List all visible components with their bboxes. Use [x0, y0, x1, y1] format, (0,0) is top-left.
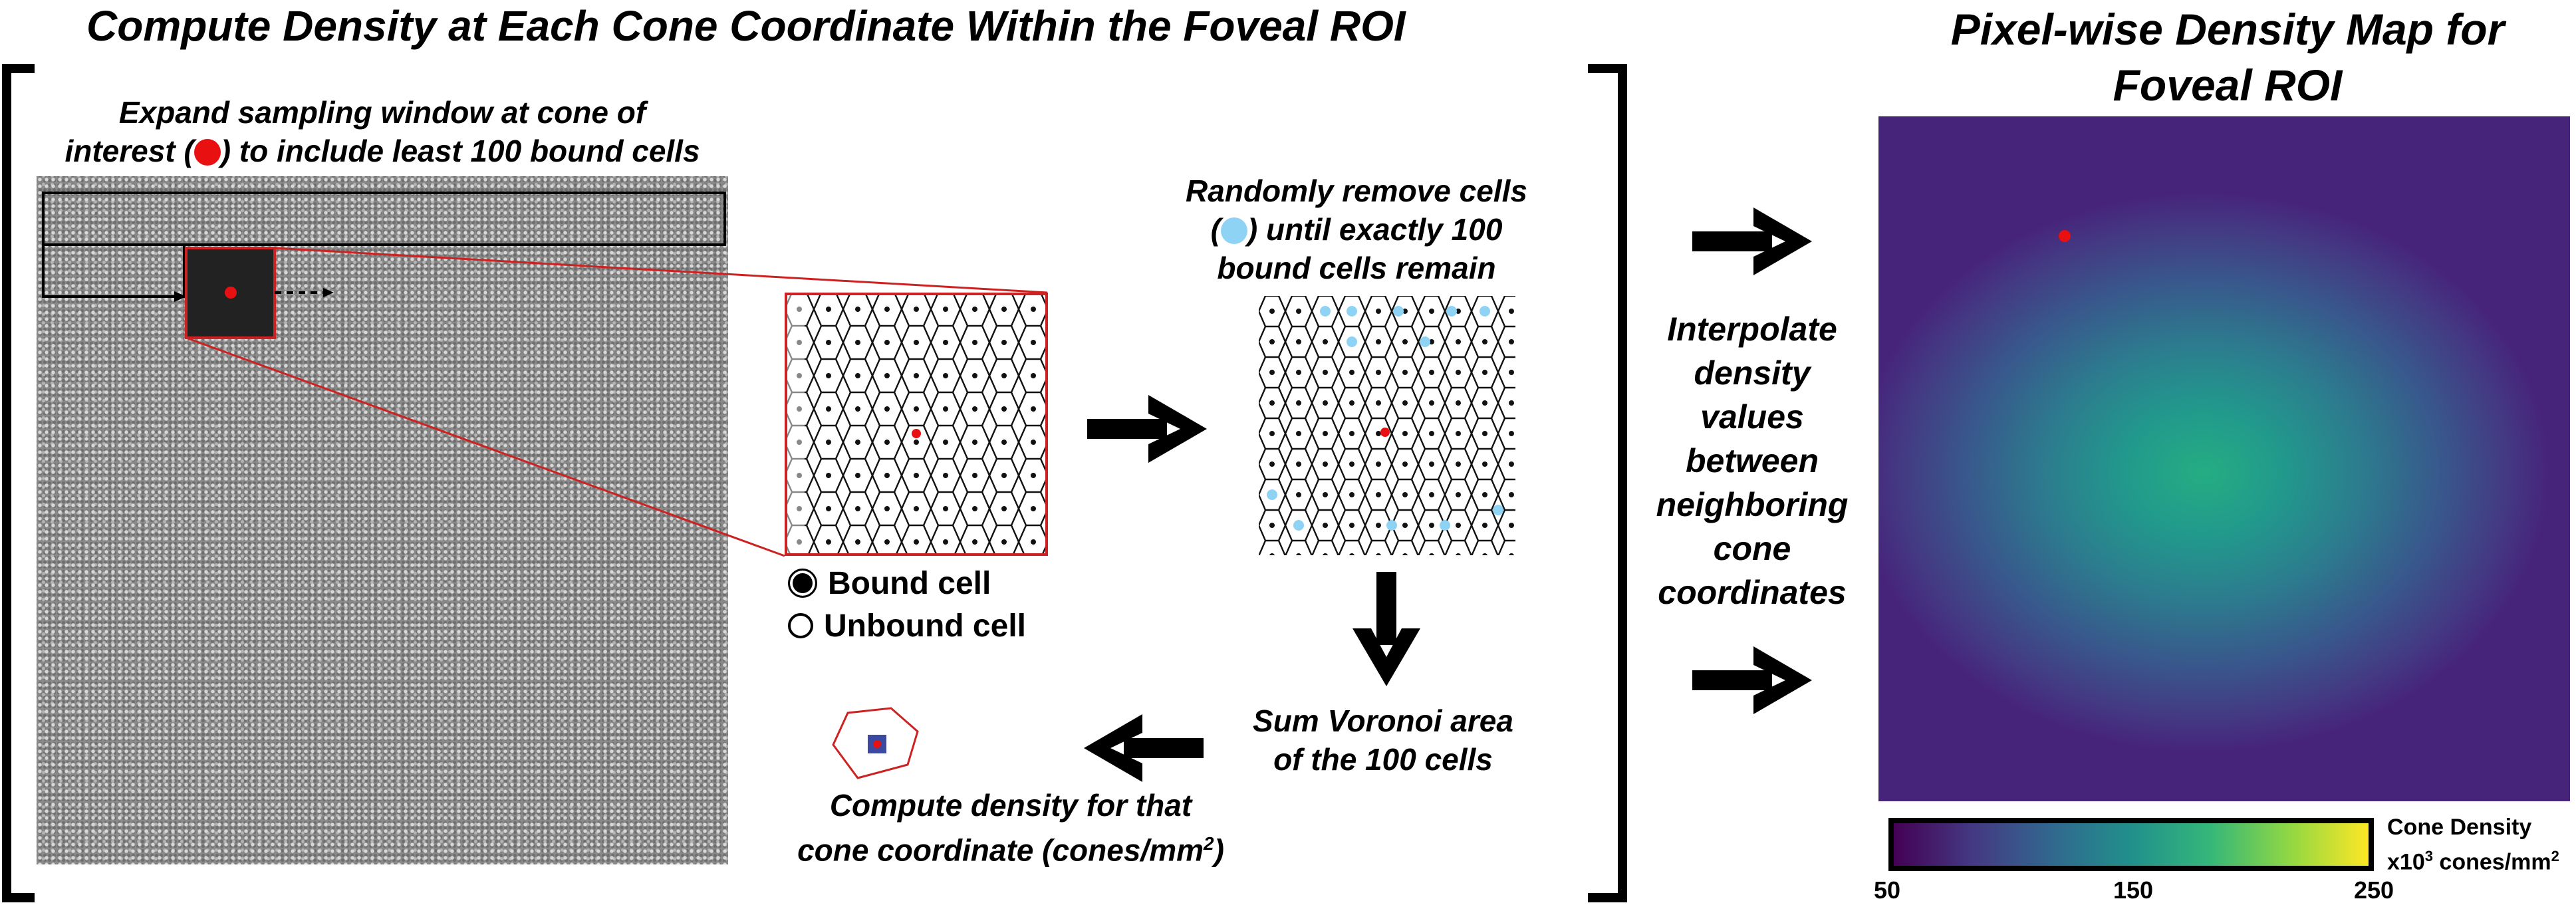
- step-compute-label: Compute density for that cone coordinate…: [797, 788, 1224, 868]
- red-dot-icon: [193, 139, 221, 166]
- colorbar-tick-150: 150: [2113, 876, 2154, 904]
- density-polygon: [832, 707, 919, 779]
- legend-unbound-label: Unbound cell: [824, 608, 1026, 644]
- legend: Bound cell Unbound cell: [788, 562, 1026, 647]
- colorbar-label: Cone Density x103 cones/mm2: [2387, 815, 2559, 875]
- arrow-right-top-icon: [1692, 207, 1812, 275]
- step-sum-label: Sum Voronoi area of the 100 cells: [1253, 704, 1513, 777]
- right-bracket: [1588, 64, 1627, 902]
- density-map: [1878, 116, 2570, 801]
- left-bracket: [2, 64, 35, 902]
- right-panel-title: Pixel-wise Density Map for Foveal ROI: [1950, 5, 2505, 110]
- voronoi-removed: [1259, 296, 1515, 555]
- voronoi-inset: [785, 293, 1048, 556]
- colorbar: [1888, 818, 2374, 871]
- blue-dot-icon: [1220, 217, 1247, 244]
- step-expand-label: Expand sampling window at cone of intere…: [64, 95, 700, 168]
- colorbar-tick-250: 250: [2354, 876, 2394, 904]
- retina-image: [37, 176, 728, 864]
- colorbar-tick-50: 50: [1874, 876, 1901, 904]
- unbound-cell-icon: [788, 613, 813, 638]
- density-map-marker: [2059, 230, 2071, 242]
- sampling-overlay: [42, 192, 1048, 557]
- arrow-right-icon: [1087, 395, 1207, 463]
- bound-cell-icon: [788, 569, 817, 598]
- interpolate-label: Interpolate density values between neigh…: [1656, 311, 1849, 611]
- arrow-left-icon: [1084, 714, 1204, 782]
- arrow-right-bottom-icon: [1692, 646, 1812, 714]
- legend-bound-label: Bound cell: [828, 565, 991, 601]
- step-remove-label: Randomly remove cells () until exactly 1…: [1186, 174, 1527, 285]
- left-panel-title: Compute Density at Each Cone Coordinate …: [86, 2, 1406, 50]
- arrow-down-icon: [1352, 572, 1420, 686]
